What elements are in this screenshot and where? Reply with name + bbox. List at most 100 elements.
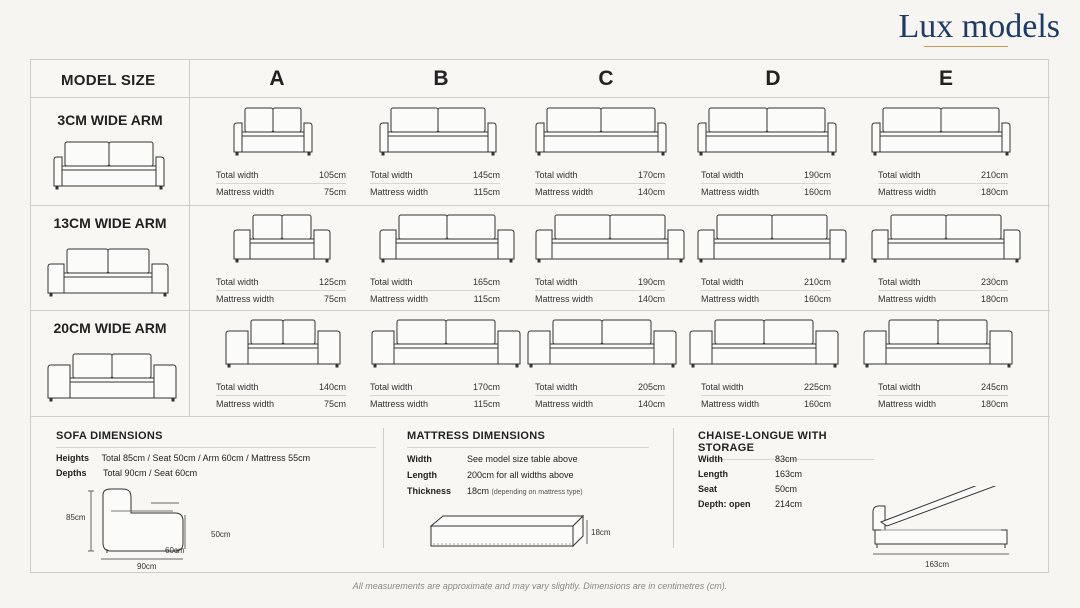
- total-width-row: Total width 205cm: [535, 379, 665, 396]
- mattress-width-label: Mattress width: [535, 294, 594, 304]
- sofa-illustration-d: [695, 104, 839, 169]
- total-width-label: Total width: [878, 170, 921, 180]
- mattress-width-label: Mattress width: [701, 187, 760, 197]
- total-width-value: 170cm: [472, 382, 500, 392]
- sofa-illustration-e: [861, 316, 1015, 381]
- column-header-b: B: [433, 67, 449, 90]
- mattress-width-value: 180cm: [980, 187, 1008, 197]
- row-label-2: 13CM WIDE ARM: [53, 215, 167, 231]
- column-header-a: A: [269, 67, 285, 90]
- depths-row: Depths Total 90cm / Seat 60cm: [56, 468, 197, 478]
- mattress-width-label: Mattress width: [216, 187, 275, 197]
- sofa-illustration-b: [377, 104, 499, 169]
- mattress-width-label: Mattress width: [370, 399, 429, 409]
- mattress-width-label: Mattress width: [216, 399, 275, 409]
- mattress-width-value: 140cm: [637, 294, 665, 304]
- dim-mattress-thickness: 18cm: [591, 528, 611, 537]
- mattress-width-label: Mattress width: [701, 294, 760, 304]
- mattress-width-row: Mattress width 160cm: [701, 184, 831, 201]
- dim-total-height: 85cm: [66, 513, 86, 522]
- heights-label: Heights: [56, 453, 90, 463]
- mattress-spec-value: 200cm for all widths above: [467, 470, 574, 480]
- total-width-label: Total width: [535, 382, 578, 392]
- row-sofa-illustration: [51, 138, 167, 203]
- column-header-c: C: [598, 67, 614, 90]
- sofa-illustration-c: [525, 316, 679, 381]
- mattress-width-value: 180cm: [980, 399, 1008, 409]
- sofa-illustration-b: [377, 211, 517, 276]
- mattress-width-value: 75cm: [323, 399, 346, 409]
- mattress-width-value: 160cm: [803, 187, 831, 197]
- sofa-illustration-b: [369, 316, 523, 381]
- total-width-row: Total width 190cm: [535, 274, 665, 291]
- depths-values: Total 90cm / Seat 60cm: [103, 468, 198, 478]
- total-width-label: Total width: [535, 170, 578, 180]
- mattress-width-label: Mattress width: [370, 187, 429, 197]
- mattress-width-value: 75cm: [323, 187, 346, 197]
- mattress-spec-value: 18cm: [467, 486, 490, 496]
- total-width-value: 145cm: [472, 170, 500, 180]
- chaise-spec-label: Width: [698, 454, 723, 464]
- total-width-label: Total width: [701, 170, 744, 180]
- bottom-section: SOFA DIMENSIONS Heights Total 85cm / Sea…: [31, 416, 1050, 574]
- brand-logo: Lux models: [898, 8, 1060, 45]
- mattress-dimensions-title: MATTRESS DIMENSIONS: [407, 430, 649, 448]
- chaise-spec-label: Length: [698, 469, 728, 479]
- total-width-value: 230cm: [980, 277, 1008, 287]
- mattress-width-row: Mattress width 180cm: [878, 396, 1008, 413]
- model-size-heading: MODEL SIZE: [61, 72, 156, 89]
- mattress-width-label: Mattress width: [701, 399, 760, 409]
- column-divider: [189, 60, 190, 416]
- sofa-illustration-a: [231, 211, 333, 276]
- row-divider: [31, 310, 1050, 311]
- mattress-width-row: Mattress width 75cm: [216, 396, 346, 413]
- chaise-spec-row: Width 83cm: [698, 454, 797, 464]
- total-width-row: Total width 145cm: [370, 167, 500, 184]
- total-width-label: Total width: [216, 277, 259, 287]
- chaise-spec-value: 83cm: [775, 454, 798, 464]
- total-width-value: 245cm: [980, 382, 1008, 392]
- total-width-value: 190cm: [637, 277, 665, 287]
- total-width-value: 205cm: [637, 382, 665, 392]
- total-width-label: Total width: [878, 277, 921, 287]
- chaise-spec-label: Seat: [698, 484, 718, 494]
- mattress-width-label: Mattress width: [216, 294, 275, 304]
- mattress-width-label: Mattress width: [535, 187, 594, 197]
- total-width-label: Total width: [878, 382, 921, 392]
- mattress-width-label: Mattress width: [878, 399, 937, 409]
- sofa-dimensions-title: SOFA DIMENSIONS: [56, 430, 376, 448]
- depths-label: Depths: [56, 468, 87, 478]
- mattress-width-value: 160cm: [803, 294, 831, 304]
- mattress-spec-label: Thickness: [407, 486, 452, 496]
- row-sofa-illustration: [45, 350, 179, 415]
- chaise-spec-value: 214cm: [775, 499, 803, 509]
- total-width-row: Total width 105cm: [216, 167, 346, 184]
- mattress-width-value: 140cm: [637, 187, 665, 197]
- total-width-value: 105cm: [318, 170, 346, 180]
- total-width-value: 190cm: [803, 170, 831, 180]
- total-width-label: Total width: [370, 170, 413, 180]
- row-label-3: 20CM WIDE ARM: [53, 320, 167, 336]
- mattress-drawing: [429, 514, 588, 548]
- total-width-label: Total width: [535, 277, 578, 287]
- total-width-label: Total width: [216, 170, 259, 180]
- mattress-spec-value: See model size table above: [467, 454, 578, 464]
